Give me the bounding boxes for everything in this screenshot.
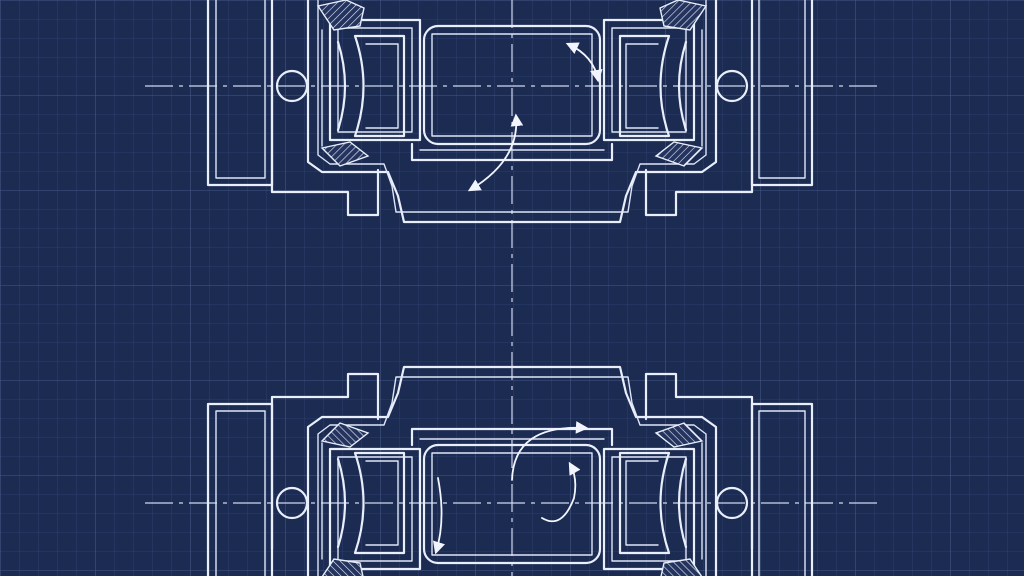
rotation-arrows	[432, 42, 603, 555]
rotation-arrow-upper-center	[467, 113, 524, 192]
rotation-arrow-upper-right	[565, 42, 603, 83]
rotation-arrow-lower-curl	[541, 461, 581, 523]
rotation-arrow-lower-center	[511, 421, 589, 481]
rotation-arrow-lower-left	[432, 477, 446, 555]
